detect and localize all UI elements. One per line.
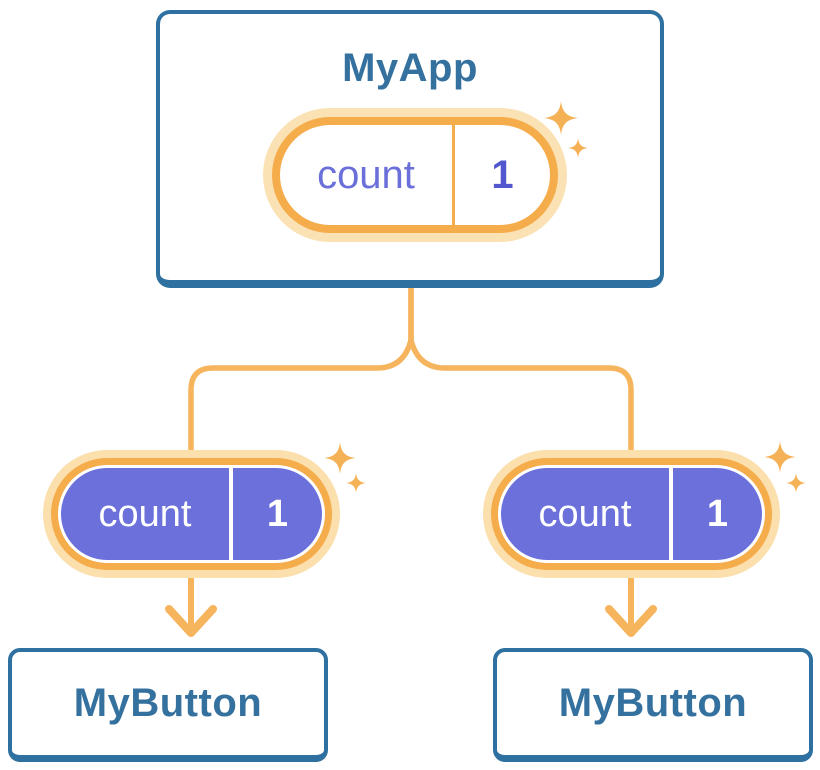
pill-ring: count 1: [272, 117, 558, 233]
arrow-right-head-icon: [605, 605, 657, 637]
pill-body: count 1: [501, 468, 762, 560]
prop-pill-right: count 1: [483, 450, 780, 578]
pill-ring: count 1: [51, 458, 332, 570]
pill-outline: count 1: [498, 465, 765, 563]
component-node-mybutton-left: MyButton: [8, 648, 328, 762]
pill-body: count 1: [61, 468, 322, 560]
state-name: count: [317, 152, 415, 197]
sparkle-icon: [764, 441, 796, 473]
component-label-mybutton-right: MyButton: [558, 681, 748, 725]
pill-divider: [669, 468, 673, 560]
prop-name: count: [538, 492, 632, 535]
prop-name: count: [98, 492, 192, 535]
sparkle-icon: [786, 473, 806, 493]
prop-value: 1: [266, 492, 289, 535]
pill-divider: [452, 125, 455, 225]
pill-glow: count 1: [483, 450, 780, 578]
pill-outline: count 1: [58, 465, 325, 563]
sparkle-icon: [324, 442, 356, 474]
state-value: 1: [491, 152, 514, 197]
pill-glow: count 1: [43, 450, 340, 578]
sparkle-icon: [346, 473, 366, 493]
component-node-mybutton-right: MyButton: [493, 648, 813, 762]
tree-branch-left: [188, 278, 414, 463]
component-label-mybutton-left: MyButton: [73, 681, 263, 725]
arrow-left-head-icon: [165, 605, 217, 637]
pill-ring: count 1: [491, 458, 772, 570]
pill-divider: [229, 468, 233, 560]
state-pill-myapp: count 1: [263, 108, 567, 242]
component-label-myapp: MyApp: [342, 46, 478, 90]
tree-branch-right: [408, 278, 634, 463]
prop-value: 1: [706, 492, 729, 535]
pill-glow: count 1: [263, 108, 567, 242]
pill-body: count 1: [280, 125, 550, 225]
prop-pill-left: count 1: [43, 450, 340, 578]
